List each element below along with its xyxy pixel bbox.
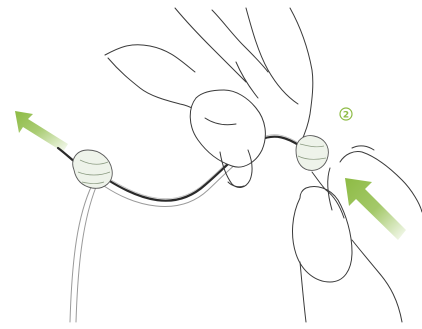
thin-tube bbox=[70, 185, 96, 322]
hand-top-thumb bbox=[190, 90, 265, 167]
arrow-right-icon bbox=[345, 178, 406, 240]
step-number-text: 2 bbox=[343, 111, 349, 121]
arrow-left-icon bbox=[15, 111, 68, 152]
step-number-badge: 2 bbox=[340, 108, 352, 121]
earpiece-dome-left-icon bbox=[73, 150, 112, 188]
earpiece-dome-right-icon bbox=[296, 136, 328, 171]
